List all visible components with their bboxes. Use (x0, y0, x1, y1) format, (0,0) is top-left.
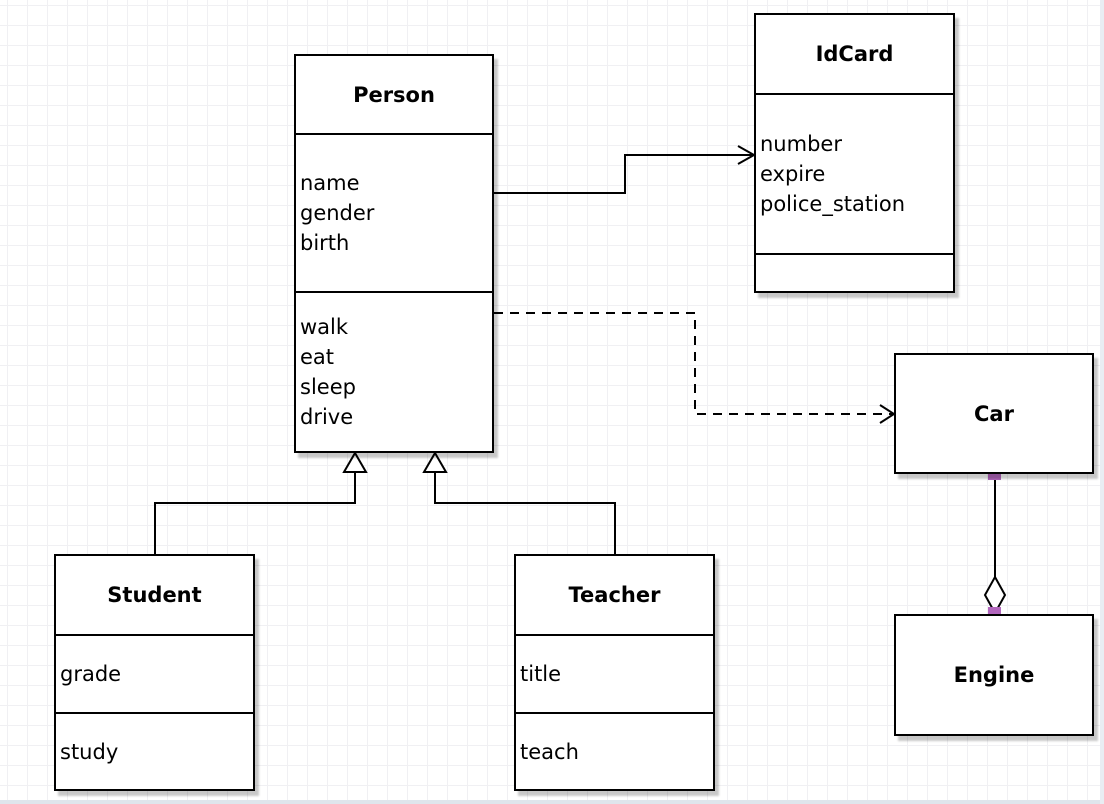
method: drive (300, 405, 354, 429)
class-student-methods: study (56, 714, 253, 789)
method: walk (300, 315, 349, 339)
class-student-title: Student (56, 556, 253, 636)
class-car[interactable]: Car (894, 353, 1094, 474)
attribute: title (520, 662, 562, 686)
edge-person-car-dependency[interactable] (494, 312, 896, 424)
edge-teacher-person-generalization[interactable] (422, 451, 616, 554)
vertical-scrollbar-edge[interactable] (1100, 0, 1104, 804)
attribute: birth (300, 231, 350, 255)
method: teach (520, 739, 579, 764)
class-person-methods: walk eat sleep drive (296, 293, 492, 451)
method: sleep (300, 375, 356, 399)
class-engine[interactable]: Engine (894, 614, 1094, 736)
class-person-attributes: name gender birth (296, 135, 492, 293)
class-teacher[interactable]: Teacher title teach (514, 554, 715, 791)
open-arrowhead-icon (737, 145, 757, 165)
edge-car-engine-aggregation[interactable] (983, 467, 1007, 620)
class-person[interactable]: Person name gender birth walk eat sleep … (294, 54, 494, 453)
attribute: gender (300, 201, 375, 225)
edge-student-person-generalization[interactable] (154, 451, 368, 554)
open-arrowhead-icon (879, 404, 896, 424)
method: study (60, 739, 119, 764)
class-car-title: Car (974, 401, 1014, 426)
attribute: grade (60, 662, 122, 686)
attribute: name (300, 171, 360, 195)
class-student[interactable]: Student grade study (54, 554, 255, 791)
hollow-diamond-icon (983, 574, 1007, 616)
class-teacher-title: Teacher (516, 556, 713, 636)
attribute: number (760, 132, 842, 156)
class-person-title: Person (296, 56, 492, 135)
attribute: expire (760, 162, 826, 186)
class-idcard-title: IdCard (756, 15, 953, 95)
class-engine-title: Engine (953, 663, 1035, 687)
class-idcard[interactable]: IdCard number expire police_station (754, 13, 955, 293)
horizontal-scrollbar-edge[interactable] (0, 800, 1104, 804)
attribute: police_station (760, 192, 906, 216)
hollow-triangle-icon (342, 451, 368, 473)
class-idcard-attributes: number expire police_station (756, 95, 953, 255)
edge-person-idcard-association[interactable] (494, 145, 757, 194)
class-student-attributes: grade (56, 636, 253, 714)
class-teacher-attributes: title (516, 636, 713, 714)
class-teacher-methods: teach (516, 714, 713, 789)
hollow-triangle-icon (422, 451, 448, 473)
class-idcard-methods (756, 255, 953, 291)
method: eat (300, 345, 335, 369)
